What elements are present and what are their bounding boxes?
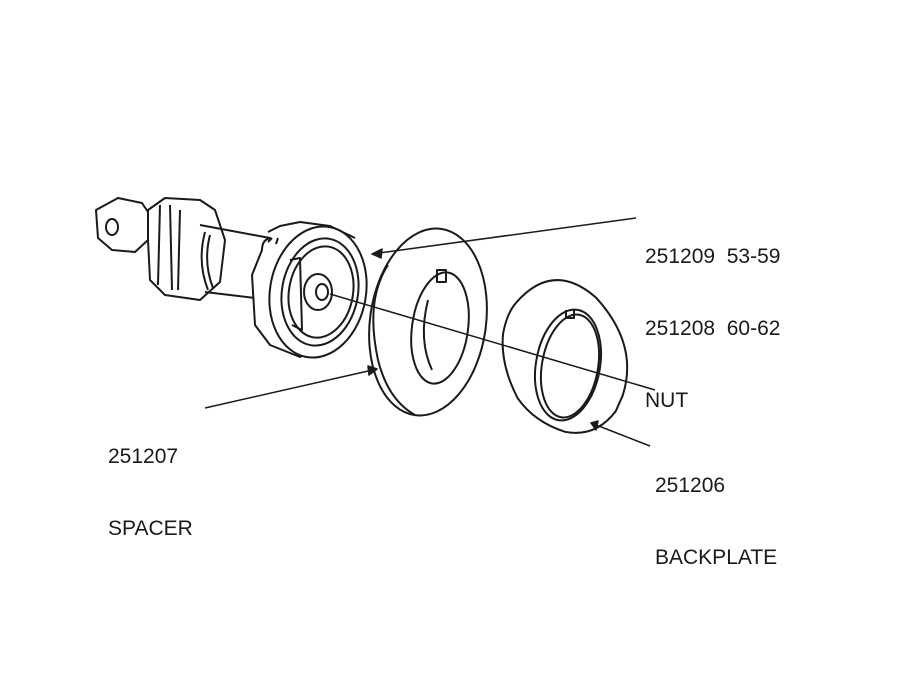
backplate-part [501,279,629,434]
spacer-label: 251207 SPACER [108,397,193,565]
nut-label: 251209 53-59 251208 60-62 NUT [645,197,780,437]
backplate-arrow-icon [590,420,599,431]
backplate-label: 251206 BACKPLATE [655,426,777,594]
assembly-axis-line [329,293,656,391]
spacer-arrow-icon [367,365,378,376]
nut-part-number-2: 251208 [645,317,716,340]
backplate-part-number: 251206 [655,474,726,497]
spacer-part-number: 251207 [108,445,179,468]
nut-name: NUT [645,389,689,412]
nut-leader-line [371,217,637,255]
backplate-leader-line [590,422,651,447]
nut-years-2: 60-62 [726,317,781,340]
nut-years-1: 53-59 [726,245,781,268]
spacer-leader-line [204,368,378,409]
nut-part [251,221,368,359]
spacer-part [368,227,488,417]
nut-arrow-icon [371,248,383,259]
leader-lines [204,217,651,447]
key-icon [95,197,151,253]
spacer-name: SPACER [108,517,193,540]
nut-part-number-1: 251209 [645,245,716,268]
backplate-name: BACKPLATE [655,546,778,569]
